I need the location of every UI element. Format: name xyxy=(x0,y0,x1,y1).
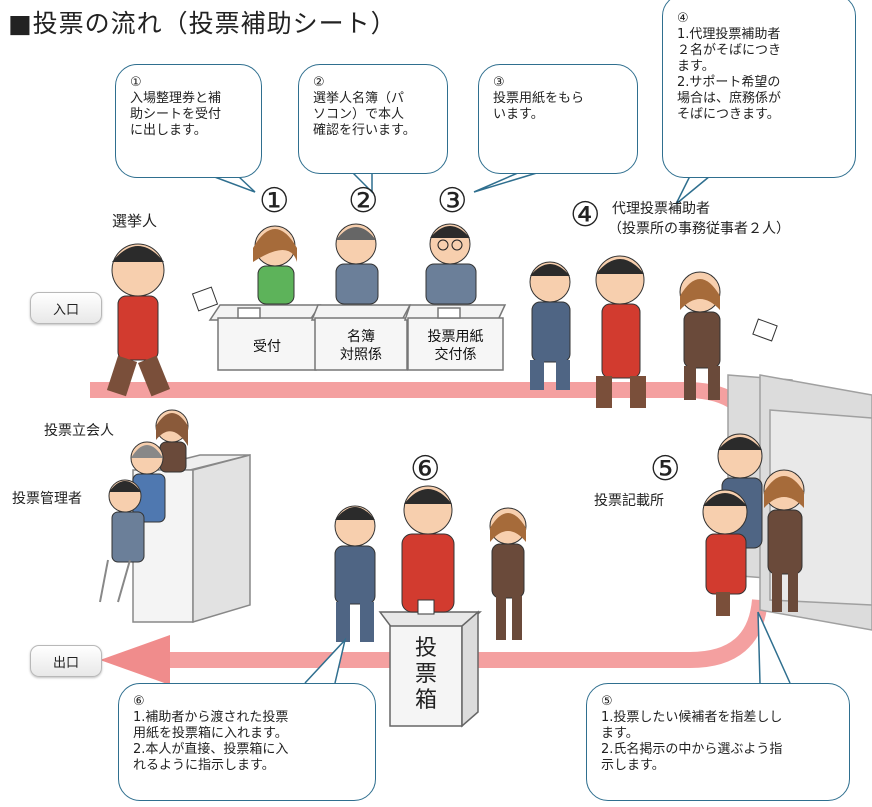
step-6-bubble-text: 1.補助者から渡された投票 用紙を投票箱に入れます。 2.本人が直接、投票箱に入… xyxy=(133,710,289,773)
step-3-bubble-number: ③ xyxy=(493,75,505,90)
entrance-button[interactable]: 入口 xyxy=(30,292,102,324)
step-1-bubble-text: 入場整理券と補 助シートを受付 に出します。 xyxy=(130,91,222,138)
step-5-bubble: ⑤ 1.投票したい候補者を指差しし ます。 2.氏名掲示の中から選ぶよう指 示し… xyxy=(586,683,850,801)
witness-label: 投票立会人 xyxy=(44,423,114,439)
manager-figure xyxy=(99,479,145,603)
step-2-bubble-text: 選挙人名簿（パ ソコン）で本人 確認を行います。 xyxy=(313,91,416,138)
step-6-marker: ⑥ xyxy=(410,449,441,489)
helper-label-line1: 代理投票補助者 xyxy=(612,201,710,217)
box-helper-1-figure xyxy=(334,505,376,642)
exit-button[interactable]: 出口 xyxy=(30,645,102,677)
voter-figure xyxy=(106,243,219,397)
step-3-bubble-text: 投票用紙をもら います。 xyxy=(493,91,585,122)
helper-1-figure xyxy=(529,261,571,390)
staff-3-figure xyxy=(425,223,477,305)
box-helper-2-figure xyxy=(489,507,527,640)
step-6-bubble: ⑥ 1.補助者から渡された投票 用紙を投票箱に入れます。 2.本人が直接、投票箱… xyxy=(118,683,376,801)
step-4-bubble: ④ 1.代理投票補助者 ２名がそばにつき ます。 2.サポート希望の 場合は、庶… xyxy=(662,0,856,178)
staff-2-figure xyxy=(335,223,379,305)
step-3-marker: ③ xyxy=(437,181,468,221)
step-6-bubble-number: ⑥ xyxy=(133,694,145,709)
booth-helper-2-figure xyxy=(763,469,805,612)
helper-2-figure xyxy=(679,271,778,400)
step-5-bubble-text: 1.投票したい候補者を指差しし ます。 2.氏名掲示の中から選ぶよう指 示します… xyxy=(601,710,783,773)
step-3-bubble: ③ 投票用紙をもら います。 xyxy=(478,64,638,174)
voter-assisted-figure xyxy=(595,255,646,408)
page-title: ■投票の流れ（投票補助シート） xyxy=(8,9,397,38)
roster-desk-label: 名簿 対照係 xyxy=(340,329,382,363)
reception-desk-label: 受付 xyxy=(253,339,281,355)
witness-2-figure xyxy=(130,441,166,523)
step-1-bubble: ① 入場整理券と補 助シートを受付 に出します。 xyxy=(115,64,262,178)
staff-1-figure xyxy=(253,225,297,305)
step-4-bubble-number: ④ xyxy=(677,11,689,26)
ballot-issue-desk-label: 投票用紙 交付係 xyxy=(427,329,484,363)
step-1-marker: ① xyxy=(259,181,290,221)
step-2-marker: ② xyxy=(348,181,379,221)
booth-label: 投票記載所 xyxy=(594,493,664,509)
helper-label-line2: （投票所の事務従事者２人） xyxy=(608,221,790,237)
step-5-marker: ⑤ xyxy=(650,449,681,489)
ballot-box-label: 投 票 箱 xyxy=(414,636,437,713)
step-4-marker: ④ xyxy=(570,195,601,235)
step-2-bubble: ② 選挙人名簿（パ ソコン）で本人 確認を行います。 xyxy=(298,64,448,174)
manager-label: 投票管理者 xyxy=(12,491,82,507)
ballot-box xyxy=(378,610,482,728)
step-4-bubble-text: 1.代理投票補助者 ２名がそばにつき ます。 2.サポート希望の 場合は、庶務係… xyxy=(677,27,782,122)
desks xyxy=(208,304,507,371)
step-1-bubble-number: ① xyxy=(130,75,142,90)
voter-label: 選挙人 xyxy=(112,212,158,230)
box-voter-figure xyxy=(401,485,455,615)
flow-path xyxy=(90,382,763,442)
booth-voter-figure xyxy=(702,489,748,616)
step-5-bubble-number: ⑤ xyxy=(601,694,613,709)
step-2-bubble-number: ② xyxy=(313,75,325,90)
exit-arrow-icon xyxy=(100,635,170,685)
